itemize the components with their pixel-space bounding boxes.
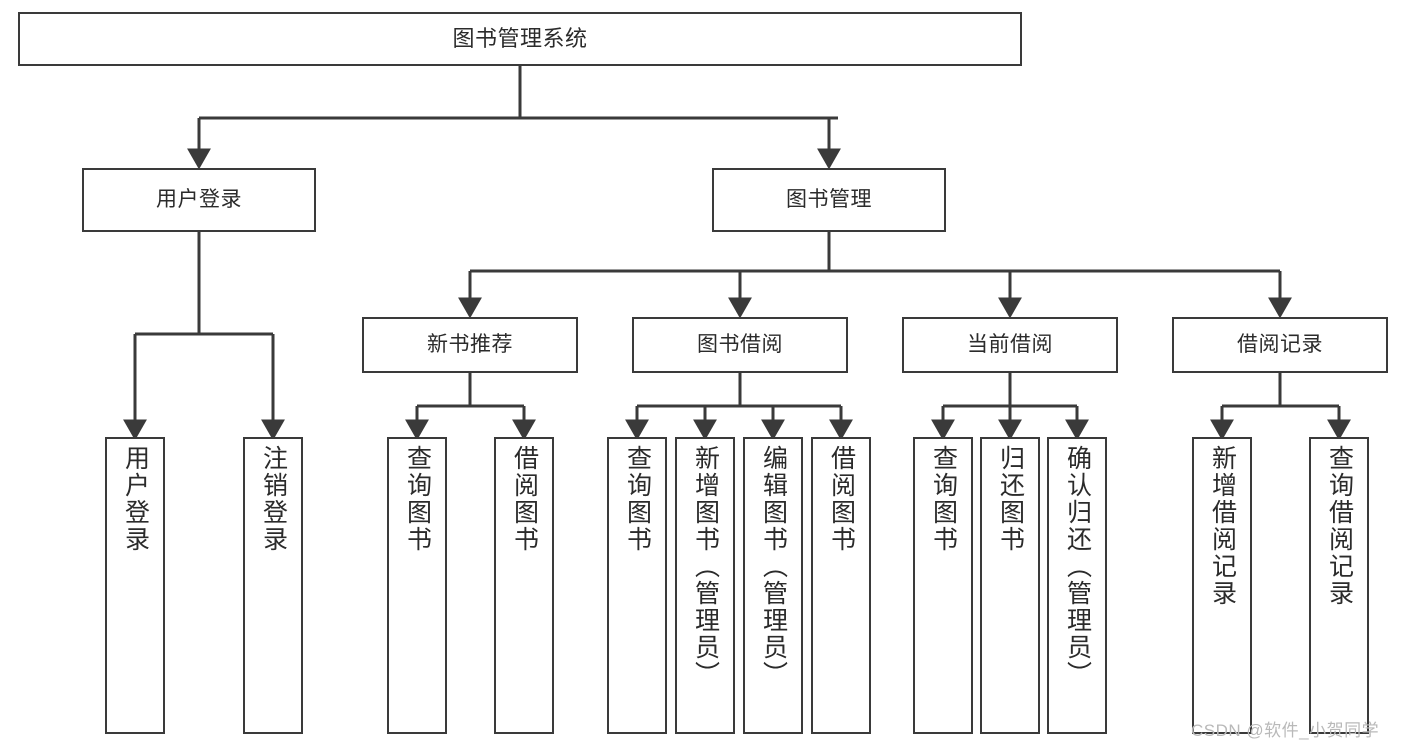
node-label: 新书推荐	[427, 332, 513, 356]
node-label: 新增借阅记录	[1208, 445, 1237, 607]
node-label: 借阅图书	[827, 445, 856, 553]
leaf-borrow-book-borrow[interactable]: 借阅图书	[811, 437, 871, 734]
node-label: 图书借阅	[697, 332, 783, 356]
node-current-borrow[interactable]: 当前借阅	[902, 317, 1118, 373]
node-label: 查询图书	[403, 445, 432, 553]
leaf-query-book-borrow[interactable]: 查询图书	[607, 437, 667, 734]
leaf-return-book[interactable]: 归还图书	[980, 437, 1040, 734]
node-label: 借阅图书	[510, 445, 539, 553]
node-label: 新增图书（管理员）	[691, 445, 720, 688]
node-label: 图书管理	[786, 187, 872, 211]
node-label: 查询图书	[623, 445, 652, 553]
leaf-user-login[interactable]: 用户登录	[105, 437, 165, 734]
node-borrow-record[interactable]: 借阅记录	[1172, 317, 1388, 373]
node-label: 图书管理系统	[452, 26, 588, 52]
node-new-book-recommend[interactable]: 新书推荐	[362, 317, 578, 373]
node-label: 当前借阅	[967, 332, 1053, 356]
node-label: 确认归还（管理员）	[1063, 445, 1092, 688]
node-label: 查询图书	[929, 445, 958, 553]
csdn-watermark: CSDN @软件_小贺同学	[1191, 721, 1380, 740]
node-label: 归还图书	[996, 445, 1025, 553]
node-label: 借阅记录	[1237, 332, 1323, 356]
node-root-system[interactable]: 图书管理系统	[18, 12, 1022, 66]
leaf-logout-login[interactable]: 注销登录	[243, 437, 303, 734]
node-label: 编辑图书（管理员）	[759, 445, 788, 688]
leaf-add-borrow-record[interactable]: 新增借阅记录	[1192, 437, 1252, 734]
node-book-manage[interactable]: 图书管理	[712, 168, 946, 232]
leaf-query-borrow-record[interactable]: 查询借阅记录	[1309, 437, 1369, 734]
node-label: 查询借阅记录	[1325, 445, 1354, 607]
leaf-query-book-current[interactable]: 查询图书	[913, 437, 973, 734]
node-label: 用户登录	[121, 445, 150, 553]
node-book-borrow[interactable]: 图书借阅	[632, 317, 848, 373]
leaf-add-book-admin[interactable]: 新增图书（管理员）	[675, 437, 735, 734]
leaf-edit-book-admin[interactable]: 编辑图书（管理员）	[743, 437, 803, 734]
node-label: 注销登录	[259, 445, 288, 553]
leaf-borrow-book-recommend[interactable]: 借阅图书	[494, 437, 554, 734]
node-user-login[interactable]: 用户登录	[82, 168, 316, 232]
leaf-confirm-return-admin[interactable]: 确认归还（管理员）	[1047, 437, 1107, 734]
node-label: 用户登录	[156, 187, 242, 211]
leaf-query-book-recommend[interactable]: 查询图书	[387, 437, 447, 734]
